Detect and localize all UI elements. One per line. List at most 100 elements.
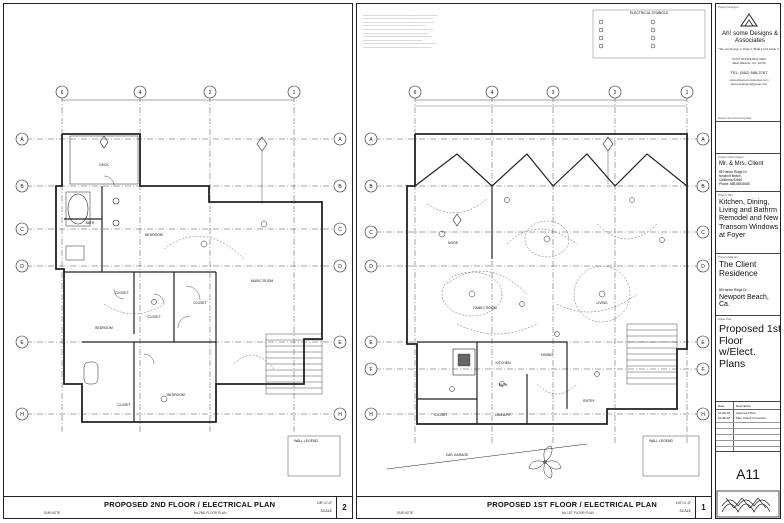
first-floor-plan-panel: ────────────────────────────────────────… [356,3,712,519]
room-label-closet: CLOSET [193,301,207,305]
plan-title: PROPOSED 1ST FLOOR / ELECTRICAL PLAN [487,500,657,509]
grid-bubble-top: 6 [61,90,64,96]
firm-stamp-icon [716,490,780,518]
grid-bubble-side: D [338,264,342,270]
general-notes-block: ────────────────────────────────────────… [363,13,438,49]
firm-phone: TEL: (562) 598-2767 [730,70,768,75]
client-address-line1: 88 Harbor Ridge Dr. [719,170,748,174]
room-label-deck: DECK [99,163,109,167]
project-street: 88 Harbor Ridge Dr. [719,288,748,292]
room-label-closet: CLOSET [115,291,129,295]
wall-legend-title: WALL LEGEND [649,439,673,443]
room-label-bath: BATH [86,221,95,225]
plan-title: PROPOSED 2ND FLOOR / ELECTRICAL PLAN [104,500,276,509]
project-city: Newport Beach, Ca. [719,294,769,308]
plan-number: 1 [695,497,711,518]
grid-bubble-side: C [20,227,24,233]
grid-bubble-side: B [701,184,705,190]
scale-label: SCALE [320,509,332,513]
owner-label: Project Owner/Agent: [718,155,745,159]
owner-cell: Project Owner/Agent: Mr. & Mrs. Client 8… [716,154,780,192]
designer-label: Project Designer: [718,5,740,9]
grid-bubble-side: C [369,230,373,236]
grid-bubble-side: D [369,264,373,270]
client-phone: Phone: 888.888.8888 [719,182,750,186]
room-label-nook: NOOK [448,241,459,245]
firm-address-line1: POST OFFICE BOX 0000 [732,57,766,61]
grid-bubble-side: A [701,137,705,143]
plan-ref: No.1ST FLOOR PLAN [562,511,594,515]
structural-cell [716,122,780,154]
sheet-title: Proposed 1st Floor w/Elect. Plans [719,323,781,370]
grid-bubble-side: A [20,137,24,143]
grid-bubble-top: 1 [686,90,689,96]
firm-name: Ah! some Designs & Associates [721,30,779,44]
grid-bubble-side: B [369,184,373,190]
revision-date: 10-08-18 [718,411,731,415]
room-label-bath: BATH [499,383,508,387]
client-address-line2: Newport Beach, [719,174,742,178]
grid-bubble-side: D [701,264,705,270]
grid-bubble-side: C [701,230,705,236]
grid-bubble-side: E [338,340,342,346]
grid-bubble-top: 6 [414,90,417,96]
residence-name: The Client Residence [719,260,758,278]
grid-bubble-side: D [20,264,24,270]
room-label-bedroom: BEDROOM [167,393,185,397]
grid-bubble-side: E [20,340,24,346]
designer-cell: Project Designer: Ah! some Designs & Ass… [716,4,780,122]
client-name: Mr. & Mrs. Client [719,161,764,167]
firm-address-line2: SEAL BEACH, CA. 90740 [732,61,766,65]
room-label-laundry: LAUNDRY [495,413,512,417]
revision-description-header: Description [736,404,752,408]
grid-bubble-side: H [20,412,24,418]
sub-note: SUB NOTE [44,511,61,515]
revision-date: 10-08-18 [718,416,731,420]
sheet-title-cell: Sheet Title: Proposed 1st Floor w/Elect.… [716,316,781,402]
revision-date-header: Date [718,404,725,408]
second-floor-plan-drawing: 6 4 2 1 A A B B C C D D E E H H DECK BAT… [15,85,347,477]
sheet-title-label: Sheet Title: [718,317,732,321]
client-address-line3: California 92660 [719,178,743,182]
first-floor-plan-drawing: 6 4 3 2 1 A A B B C C D D E E F F H H [364,9,710,479]
sheet-number: A11 [736,466,760,482]
grid-bubble-top: 3 [552,90,555,96]
room-label-dining: DINING [541,353,553,357]
grid-bubble-top: 4 [491,90,494,96]
grid-bubble-side: A [369,137,373,143]
room-label-entry: ENTRY [583,399,595,403]
grid-bubble-side: C [338,227,342,233]
project-address-cell: Project Address: The Client Residence 88… [716,254,780,316]
grid-bubble-side: F [369,367,372,373]
grid-bubble-side: H [701,412,705,418]
project-title-cell: Project Title: Kitchen, Dining, Living a… [716,192,780,254]
grid-bubble-side: H [369,412,373,418]
grid-bubble-side: B [338,184,342,190]
second-floor-plan-panel: 6 4 2 1 A A B B C C D D E E H H DECK BAT… [3,3,353,519]
firm-website: www.ahsomeconstruction.com [729,78,769,82]
revision-description: Approved Plan [736,411,756,415]
room-label-living: LIVING [596,301,607,305]
firm-tagline: "We can Design it, Draw it, Build it and… [718,47,780,51]
grid-bubble-side: A [338,137,342,143]
project-title: Kitchen, Dining, Living and Bathrm Remod… [719,197,779,239]
project-title-label: Project Title: [718,193,734,197]
project-address-label: Project Address: [718,255,739,259]
title-block: Project Designer: Ah! some Designs & Ass… [715,3,781,519]
room-label-garage: CAR GARAGE [446,453,469,457]
room-label-closet: CLOSET [147,315,161,319]
revisions-cell: Date Description 10-08-18 Approved Plan … [716,402,780,452]
electrical-symbols-title: ELECTRICAL SYMBOLS [630,11,669,15]
plan-ref: No.2ND FLOOR PLAN [194,511,227,515]
plan-scale: 1/4"=1'-0" [675,501,691,505]
grid-bubble-top: 2 [614,90,617,96]
second-floor-title-strip: PROPOSED 2ND FLOOR / ELECTRICAL PLAN SUB… [4,496,352,518]
grid-bubble-top: 1 [293,90,296,96]
plan-number: 2 [336,497,352,518]
scale-label: SCALE [679,509,691,513]
room-label-kitchen: KITCHEN [496,361,511,365]
room-label-family-room: FAMILY ROOM [473,306,496,310]
first-floor-title-strip: PROPOSED 1ST FLOOR / ELECTRICAL PLAN SUB… [357,496,711,518]
plan-scale: 1/8"=1'-0" [316,501,332,505]
